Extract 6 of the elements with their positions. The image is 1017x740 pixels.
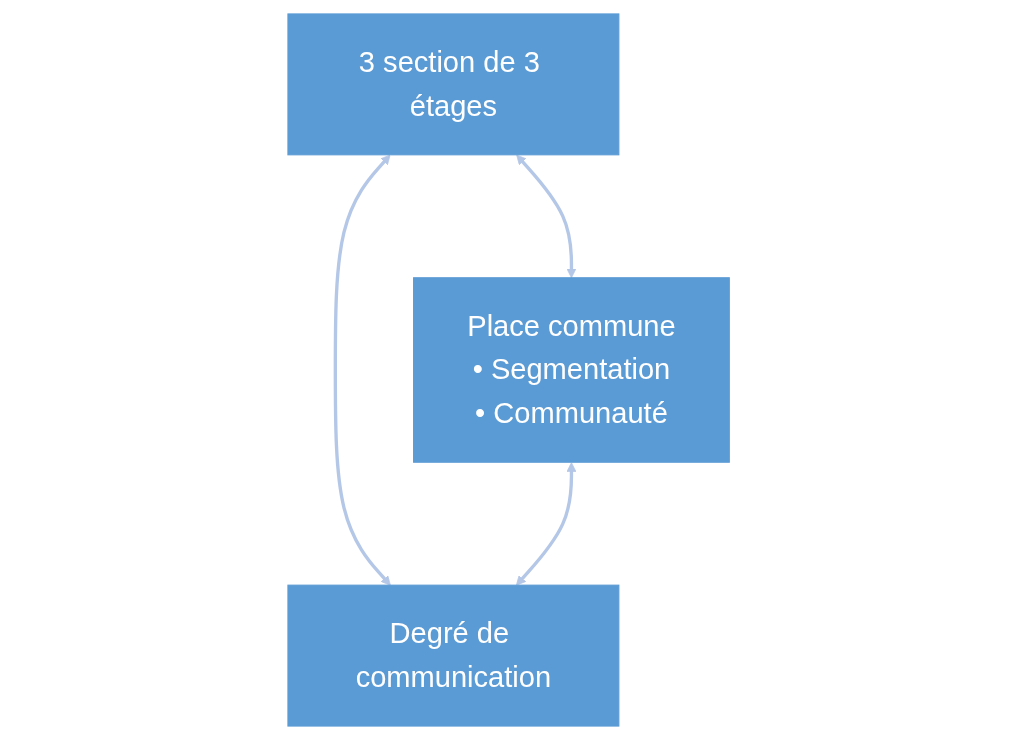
node-box: Place commune • Segmentation • Communauté — [412, 277, 730, 463]
node-box: Degré de communication — [287, 584, 620, 727]
arrow — [516, 154, 577, 279]
node-box: 3 section de 3 étages — [287, 13, 620, 156]
arrow — [333, 154, 391, 586]
arrow — [515, 462, 577, 586]
